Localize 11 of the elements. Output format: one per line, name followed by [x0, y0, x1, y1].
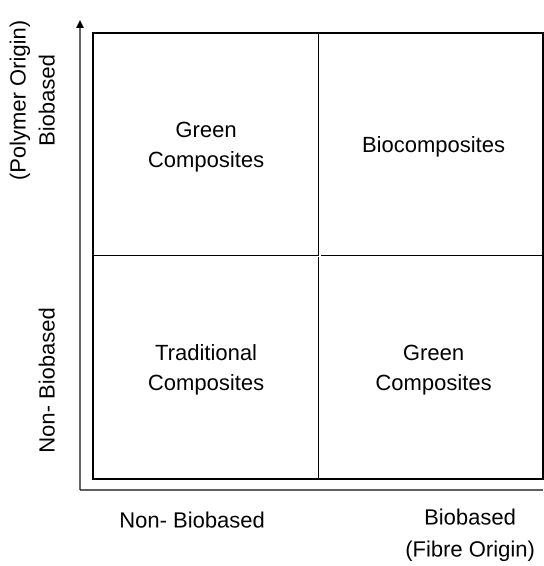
- axis-label: Non- Biobased: [119, 506, 265, 534]
- quadrant-label: Traditional Composites: [146, 339, 266, 397]
- quadrant-label: Green Composites: [146, 116, 266, 174]
- quadrant-label: Green Composites: [374, 339, 493, 397]
- axis-label: Biobased: [424, 504, 516, 532]
- axis-label: Non- Biobased: [34, 307, 60, 453]
- axis-label: (Fibre Origin): [405, 536, 535, 564]
- quadrant-label: Biocomposites: [360, 130, 506, 159]
- axis-label: (Polymer Origin): [4, 20, 32, 180]
- quadrant-cell: [94, 34, 319, 256]
- axis-label: Biobased: [34, 54, 60, 146]
